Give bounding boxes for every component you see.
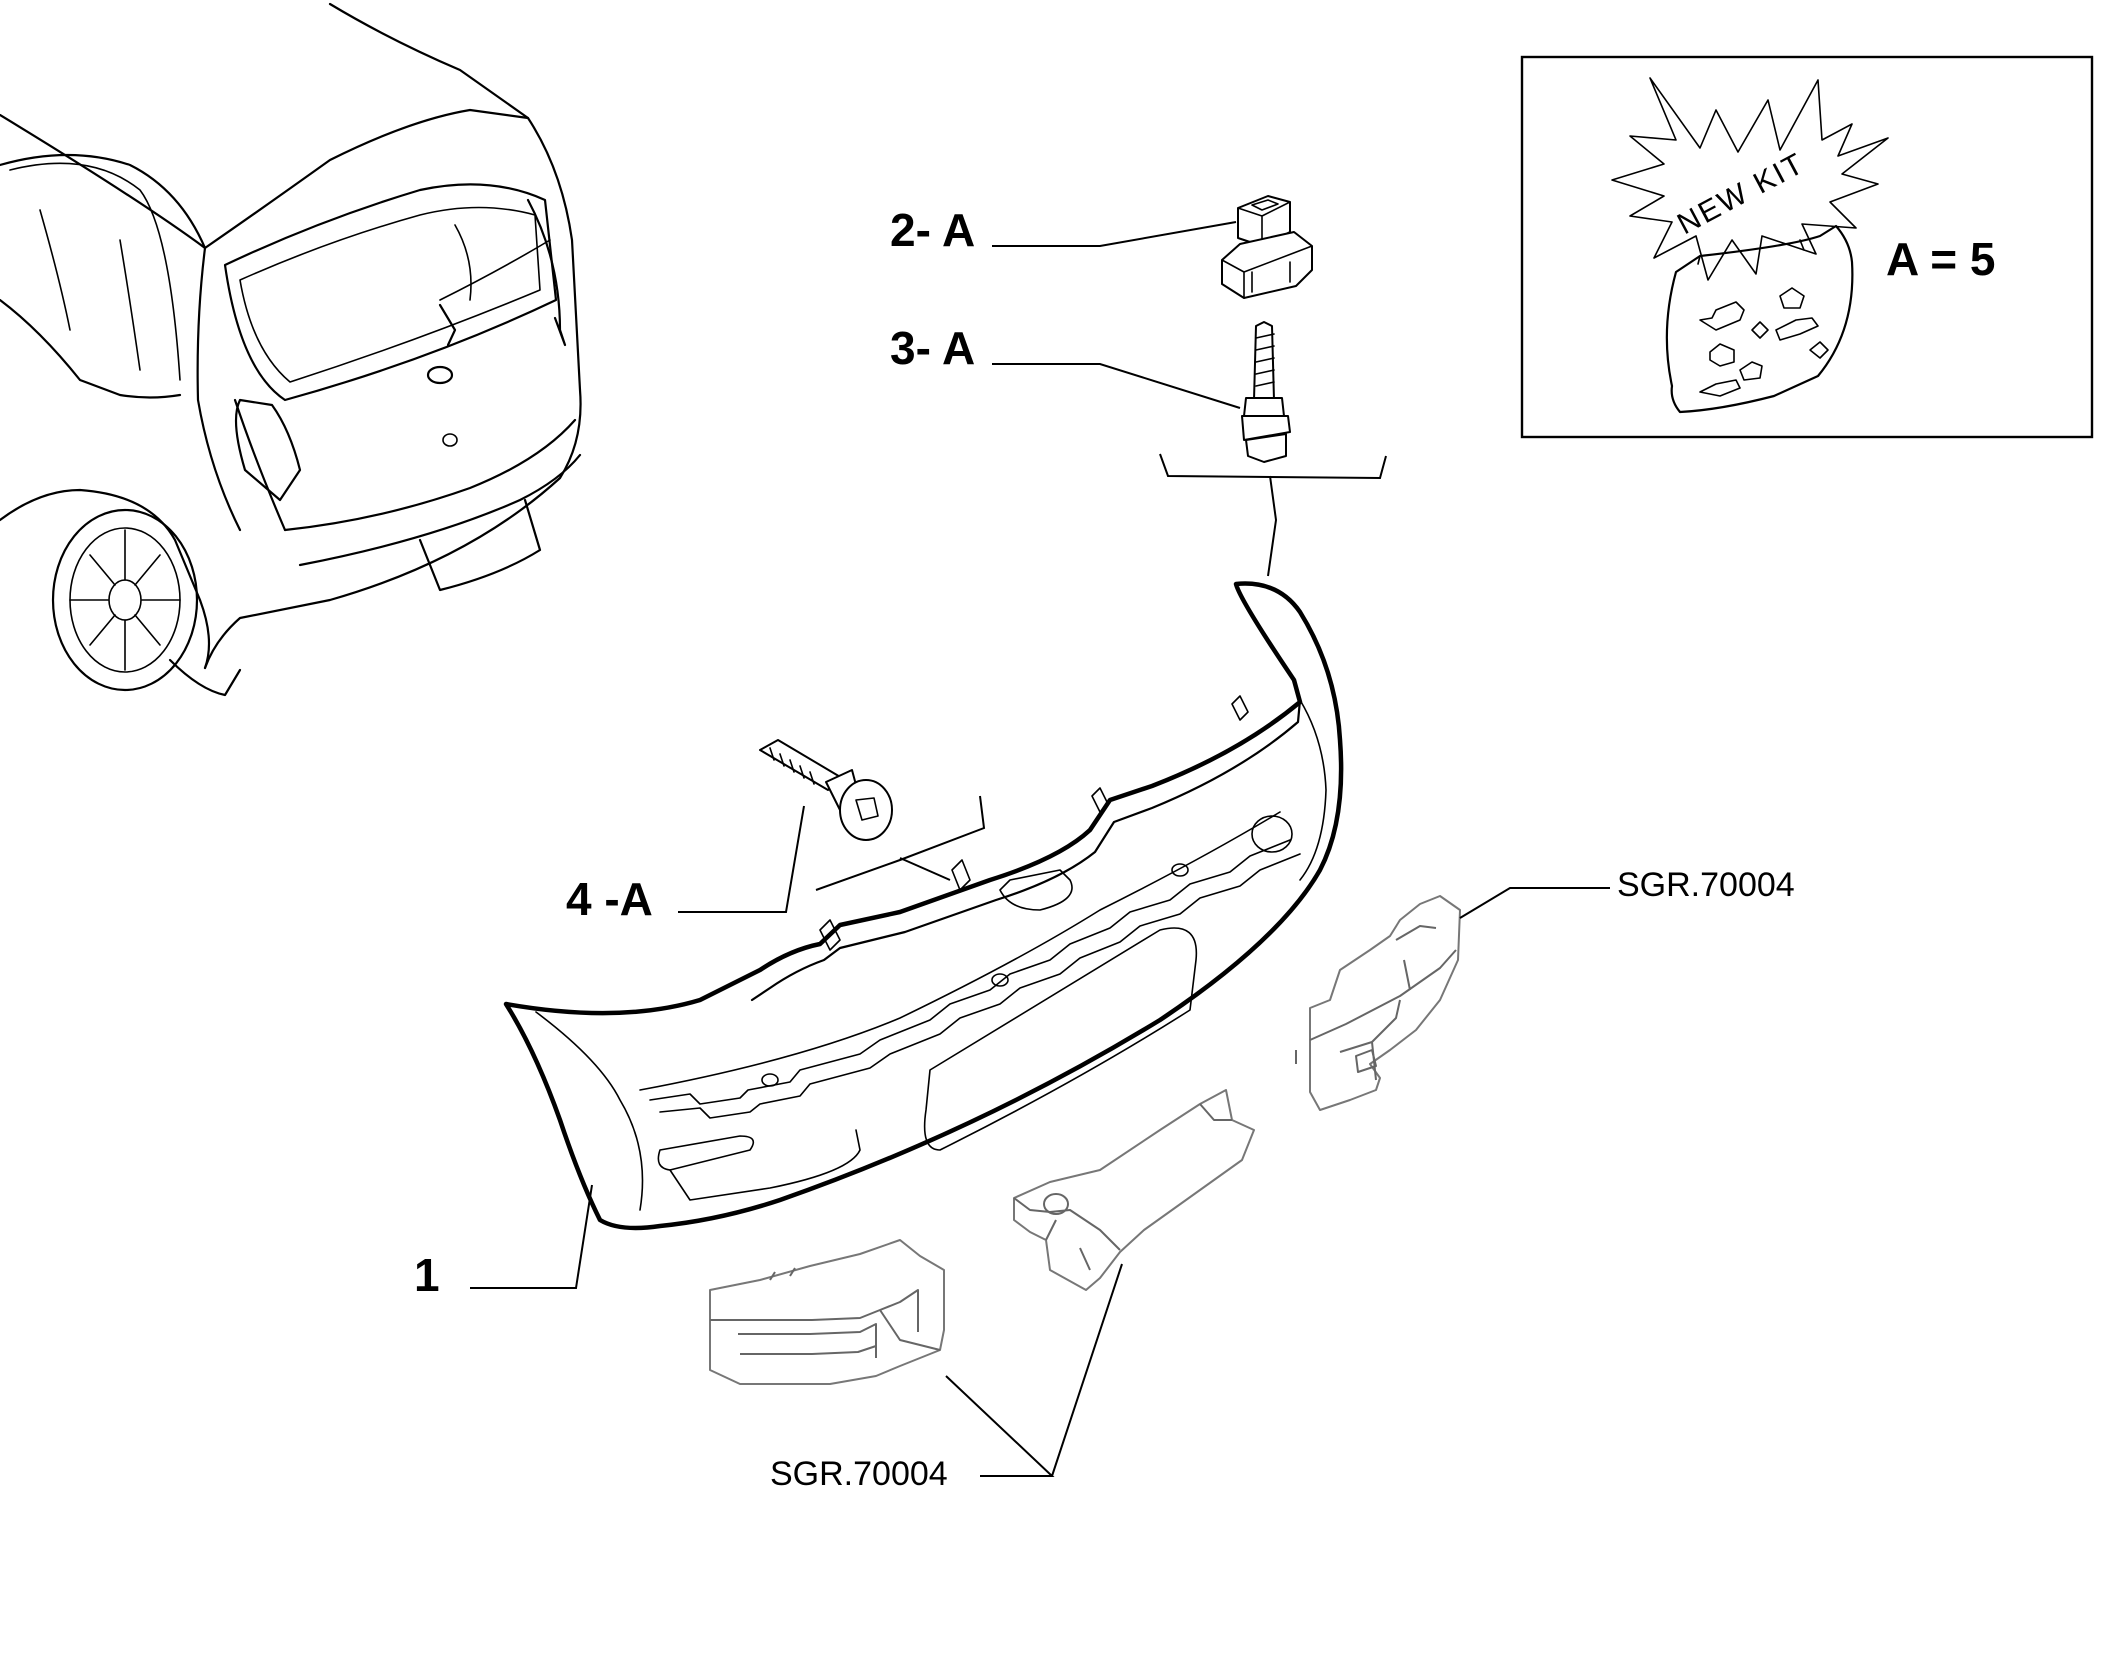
part-2-clip bbox=[1221, 195, 1313, 299]
kit-bag-icon bbox=[1665, 224, 1854, 414]
part-3-screw bbox=[1241, 321, 1291, 463]
callout-part-4: 4 -A bbox=[566, 873, 653, 925]
car-rear-illustration bbox=[0, 2, 582, 697]
absorber-center bbox=[1013, 1089, 1255, 1291]
kit-box bbox=[1520, 55, 2094, 439]
new-kit-star-burst bbox=[1611, 77, 1889, 281]
leader-sgr-bottom bbox=[945, 1263, 1123, 1477]
kit-quantity: A = 5 bbox=[1886, 233, 1996, 285]
leader-4 bbox=[678, 805, 805, 913]
leader-2 bbox=[992, 221, 1237, 247]
callout-part-1: 1 bbox=[414, 1249, 440, 1301]
callout-sgr-right: SGR.70004 bbox=[1617, 866, 1795, 904]
part-4-bolt bbox=[759, 739, 893, 841]
bracket-3-stem bbox=[1267, 475, 1278, 577]
part-1-rear-bumper bbox=[503, 581, 1344, 1231]
bracket-4 bbox=[815, 795, 986, 891]
absorber-right bbox=[1295, 895, 1461, 1111]
bracket-4-stem bbox=[899, 857, 951, 881]
absorber-left bbox=[709, 1239, 945, 1385]
leader-3 bbox=[992, 363, 1241, 409]
callout-part-3: 3- A bbox=[890, 322, 976, 374]
leader-1 bbox=[470, 1184, 593, 1289]
bracket-3 bbox=[1159, 453, 1387, 480]
leader-sgr-right bbox=[1459, 887, 1610, 919]
callout-sgr-bottom: SGR.70004 bbox=[770, 1455, 948, 1493]
callout-part-2: 2- A bbox=[890, 204, 976, 256]
